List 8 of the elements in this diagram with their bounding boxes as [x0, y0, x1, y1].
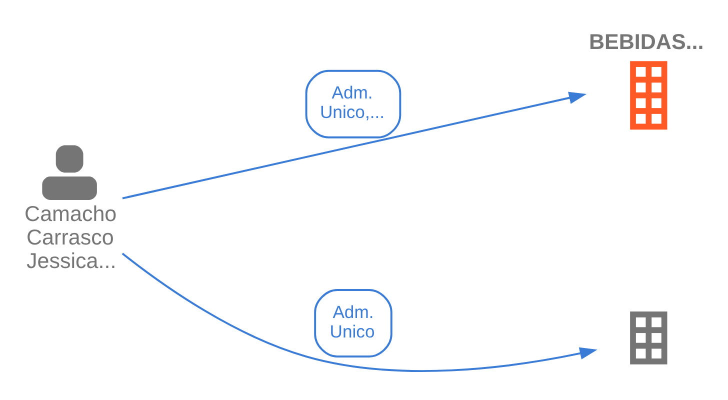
- arrow: [122, 252, 598, 372]
- node-building: [630, 311, 668, 364]
- edge-label: Adm. Unico: [330, 301, 375, 341]
- edge-label: Adm. Unico,...: [320, 82, 385, 122]
- arrow: [122, 91, 587, 199]
- node-label: Camacho Carrasco Jessica...: [24, 202, 117, 273]
- node-box: [630, 60, 668, 130]
- node-label: BEBIDAS...: [588, 29, 704, 54]
